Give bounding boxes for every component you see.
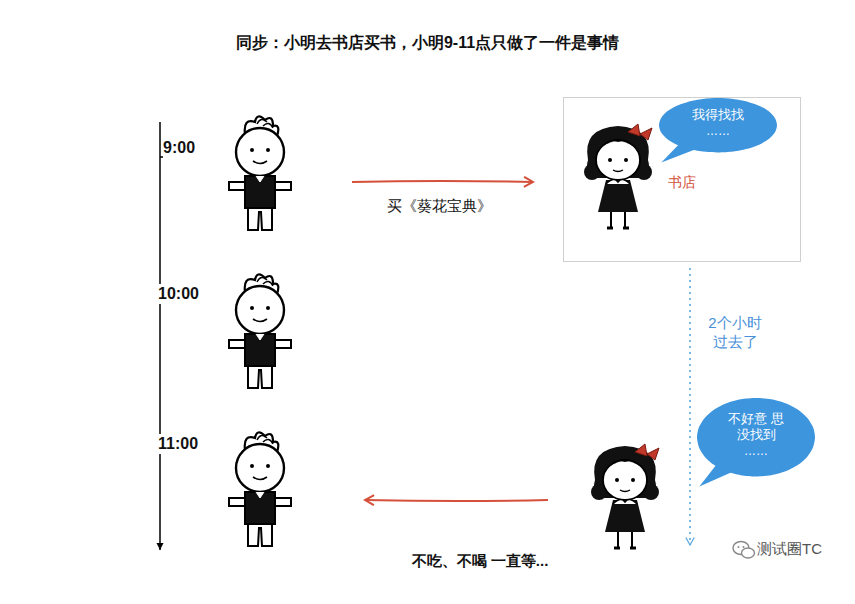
boy-figure: [229, 274, 291, 388]
time-label: 11:00: [158, 434, 198, 454]
bubble-text: ……: [659, 124, 777, 140]
bookstore-box: 我得找找…… 书店: [563, 97, 801, 262]
request-arrow: [352, 181, 533, 182]
boy-figure: [229, 116, 291, 230]
wait-line: [689, 268, 691, 545]
bubble-text: ……: [725, 444, 787, 460]
bubble-text: 不好意 思没找到: [725, 411, 787, 445]
bubble-content: 不好意 思没找到……: [697, 411, 815, 460]
bubble-tail: [661, 140, 701, 162]
wechat-icon: [733, 542, 755, 559]
bubble-body: [697, 398, 815, 477]
bubble-tail: [699, 459, 739, 486]
girl-figure: [591, 444, 659, 548]
boy-figure: [229, 432, 291, 546]
speech-bubble: 我得找找……: [659, 98, 777, 152]
time-label: 9:00: [163, 138, 195, 158]
bubble-body: [659, 98, 777, 152]
response-arrow: [365, 500, 548, 501]
timeline: [160, 122, 176, 550]
bubble-text: 我得找找: [659, 107, 777, 124]
bubble-content: 我得找找……: [659, 107, 777, 139]
girl-figure: [584, 124, 652, 228]
place-label: 书店: [668, 174, 696, 192]
title: 同步：小明去书店买书，小明9-11点只做了一件是事情: [0, 33, 855, 53]
note-label: 不吃、不喝 一直等...: [340, 552, 620, 571]
watermark: 测试圈TC: [757, 540, 822, 559]
wait-label: 2个小时 过去了: [700, 314, 770, 352]
time-label: 10:00: [158, 284, 199, 304]
speech-bubble: 不好意 思没找到……: [697, 398, 815, 477]
arrow-label: 买《葵花宝典》: [352, 197, 527, 216]
